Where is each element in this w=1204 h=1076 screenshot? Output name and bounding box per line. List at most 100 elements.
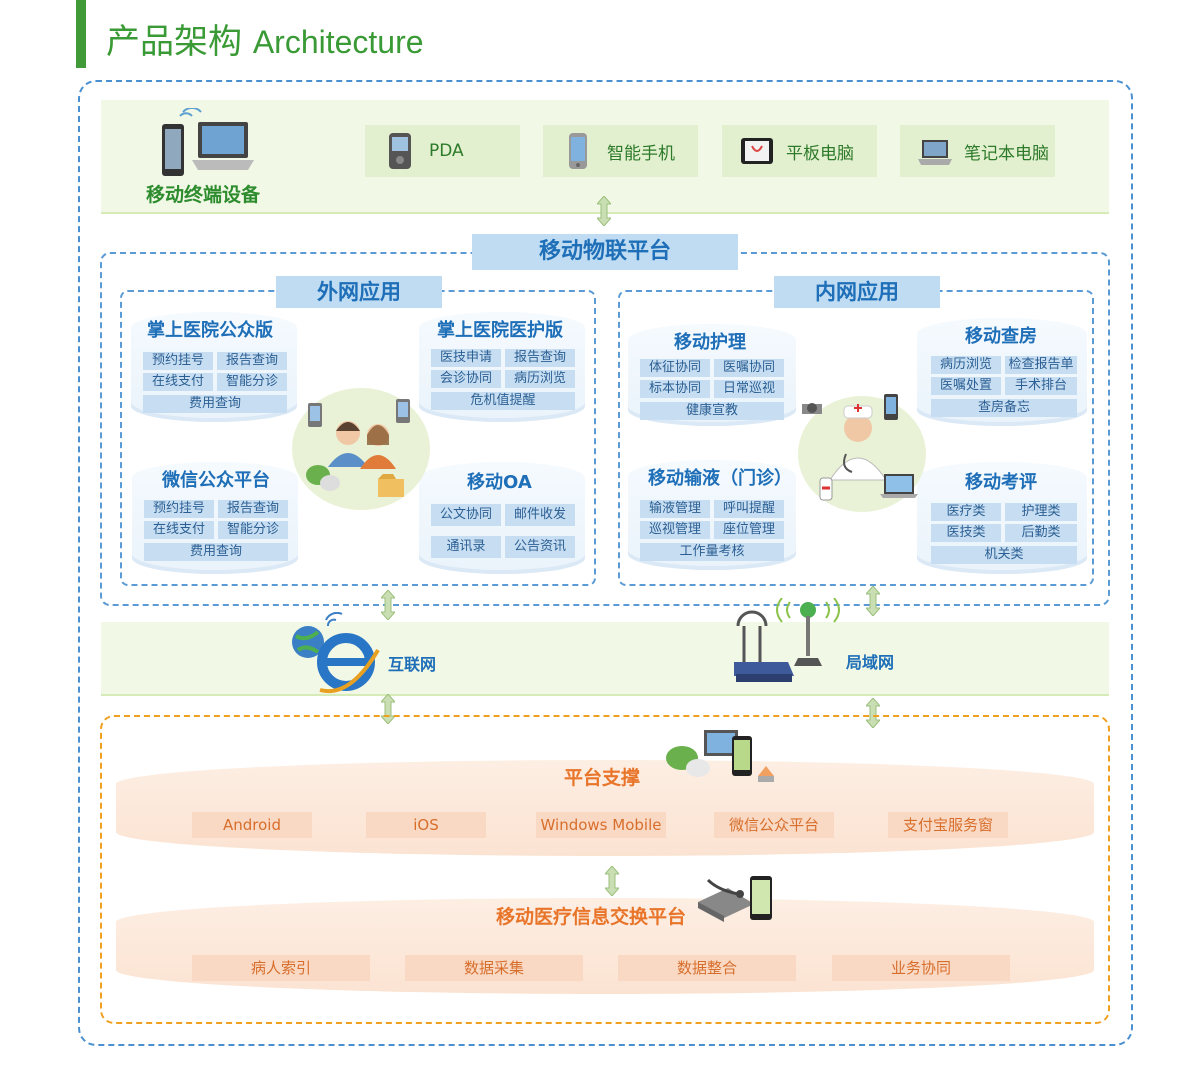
support-tag: 微信公众平台 bbox=[714, 812, 834, 838]
module-tag: 公告资讯 bbox=[505, 536, 575, 558]
platform-support-disc bbox=[116, 760, 1094, 856]
module-tag: 手术排台 bbox=[1005, 377, 1077, 395]
module-tag: 邮件收发 bbox=[505, 504, 575, 526]
architecture-frame bbox=[78, 80, 1133, 1046]
module-tag: 通讯录 bbox=[431, 536, 501, 558]
exchange-platform-title: 移动医疗信息交换平台 bbox=[496, 906, 687, 928]
module-tag: 费用查询 bbox=[144, 543, 288, 561]
users-icon bbox=[306, 399, 410, 497]
module-tag: 日常巡视 bbox=[714, 380, 784, 398]
module-tag: 会诊协同 bbox=[431, 370, 501, 388]
module-mobile-oa: 移动OA 公文协同 邮件收发 通讯录 公告资讯 bbox=[419, 462, 585, 574]
page-title-cn: 产品架构 bbox=[106, 22, 242, 62]
tablet-icon bbox=[741, 138, 773, 164]
device-laptop: 笔记本电脑 bbox=[900, 125, 1055, 177]
module-tag: 后勤类 bbox=[1005, 524, 1077, 542]
medical-devices-icon bbox=[698, 876, 772, 922]
module-wechat: 微信公众平台 预约挂号 报告查询 在线支付 智能分诊 费用查询 bbox=[132, 462, 298, 574]
module-tag: 巡视管理 bbox=[640, 521, 710, 539]
exchange-tag: 数据整合 bbox=[618, 955, 796, 981]
module-tag: 在线支付 bbox=[144, 521, 214, 539]
module-tag: 预约挂号 bbox=[144, 500, 214, 518]
double-arrow-icon bbox=[605, 866, 619, 896]
module-tag: 体征协同 bbox=[640, 359, 710, 377]
module-title: 移动查房 bbox=[965, 326, 1037, 347]
module-tag: 护理类 bbox=[1005, 503, 1077, 521]
exchange-tag: 业务协同 bbox=[832, 955, 1010, 981]
module-medical-staff: 掌上医院医护版 医技申请 报告查询 会诊协同 病历浏览 危机值提醒 bbox=[419, 312, 585, 422]
mobile-devices-icon bbox=[162, 108, 254, 176]
module-tag: 报告查询 bbox=[218, 500, 288, 518]
laptop-icon bbox=[918, 140, 952, 165]
module-tag: 医技类 bbox=[931, 524, 1001, 542]
iot-platform-title: 移动物联平台 bbox=[472, 234, 738, 270]
pda-icon bbox=[389, 133, 411, 169]
module-tag: 检查报告单 bbox=[1005, 356, 1077, 374]
title-accent-bar bbox=[76, 0, 86, 68]
module-title: 微信公众平台 bbox=[162, 470, 270, 491]
support-tag: 支付宝服务窗 bbox=[888, 812, 1008, 838]
smartphone-icon bbox=[569, 133, 587, 169]
wireless-router-icon bbox=[734, 598, 840, 682]
module-tag: 智能分诊 bbox=[217, 373, 287, 391]
module-title: 移动护理 bbox=[674, 332, 746, 353]
external-apps-title: 外网应用 bbox=[276, 276, 442, 308]
device-label: PDA bbox=[429, 141, 464, 161]
module-tag: 医嘱协同 bbox=[714, 359, 784, 377]
support-frame bbox=[100, 715, 1110, 1024]
support-tag: iOS bbox=[366, 812, 486, 838]
module-public-hospital: 掌上医院公众版 预约挂号 报告查询 在线支付 智能分诊 费用查询 bbox=[131, 312, 297, 422]
module-tag: 报告查询 bbox=[505, 349, 575, 367]
module-tag: 公文协同 bbox=[431, 504, 501, 526]
terminal-label: 移动终端设备 bbox=[146, 184, 261, 206]
double-arrow-icon bbox=[381, 590, 395, 620]
module-tag: 医嘱处置 bbox=[931, 377, 1001, 395]
platform-support-title: 平台支撑 bbox=[564, 767, 641, 789]
module-tag: 输液管理 bbox=[640, 500, 710, 518]
device-label: 平板电脑 bbox=[786, 143, 854, 164]
module-tag: 危机值提醒 bbox=[431, 392, 575, 410]
device-label: 智能手机 bbox=[607, 143, 675, 164]
module-tag: 座位管理 bbox=[714, 521, 784, 539]
module-tag: 费用查询 bbox=[143, 395, 287, 413]
support-tag: Windows Mobile bbox=[536, 812, 666, 838]
doctor-icon bbox=[802, 394, 918, 501]
module-tag: 健康宣教 bbox=[640, 402, 784, 420]
module-tag: 病历浏览 bbox=[505, 370, 575, 388]
module-tag: 医技申请 bbox=[431, 349, 501, 367]
double-arrow-icon bbox=[597, 196, 611, 226]
page-title-en: Architecture bbox=[252, 24, 424, 60]
module-tag: 工作量考核 bbox=[640, 543, 784, 561]
internal-apps-title: 内网应用 bbox=[774, 276, 940, 308]
module-tag: 标本协同 bbox=[640, 380, 710, 398]
internet-label: 互联网 bbox=[388, 655, 437, 674]
module-tag: 呼叫提醒 bbox=[714, 500, 784, 518]
device-smartphone: 智能手机 bbox=[543, 125, 698, 177]
page-title: 产品架构 Architecture bbox=[106, 14, 424, 63]
module-tag: 在线支付 bbox=[143, 373, 213, 391]
module-title: 掌上医院医护版 bbox=[437, 320, 563, 341]
network-band bbox=[101, 622, 1109, 696]
module-infusion: 移动输液（门诊） 输液管理 呼叫提醒 巡视管理 座位管理 工作量考核 bbox=[628, 460, 796, 570]
module-tag: 查房备忘 bbox=[931, 399, 1077, 417]
module-title: 掌上医院公众版 bbox=[147, 320, 273, 341]
lan-label: 局域网 bbox=[846, 653, 895, 672]
module-title: 移动输液（门诊） bbox=[648, 468, 792, 489]
exchange-tag: 病人索引 bbox=[192, 955, 370, 981]
device-label: 笔记本电脑 bbox=[964, 143, 1049, 164]
module-tag: 预约挂号 bbox=[143, 352, 213, 370]
internet-explorer-icon bbox=[292, 612, 380, 694]
double-arrow-icon bbox=[866, 586, 880, 616]
double-arrow-icon bbox=[866, 698, 880, 728]
module-mobile-nursing: 移动护理 体征协同 医嘱协同 标本协同 日常巡视 健康宣教 bbox=[628, 324, 796, 426]
module-tag: 病历浏览 bbox=[931, 356, 1001, 374]
module-tag: 智能分诊 bbox=[218, 521, 288, 539]
exchange-tag: 数据采集 bbox=[405, 955, 583, 981]
module-assessment: 移动考评 医疗类 护理类 医技类 后勤类 机关类 bbox=[917, 462, 1087, 574]
module-ward-round: 移动查房 病历浏览 检查报告单 医嘱处置 手术排台 查房备忘 bbox=[917, 318, 1087, 426]
module-tag: 报告查询 bbox=[217, 352, 287, 370]
module-title: 移动OA bbox=[467, 472, 532, 493]
module-title: 移动考评 bbox=[965, 472, 1037, 493]
device-pda: PDA bbox=[365, 125, 520, 177]
platform-devices-icon bbox=[666, 730, 774, 782]
